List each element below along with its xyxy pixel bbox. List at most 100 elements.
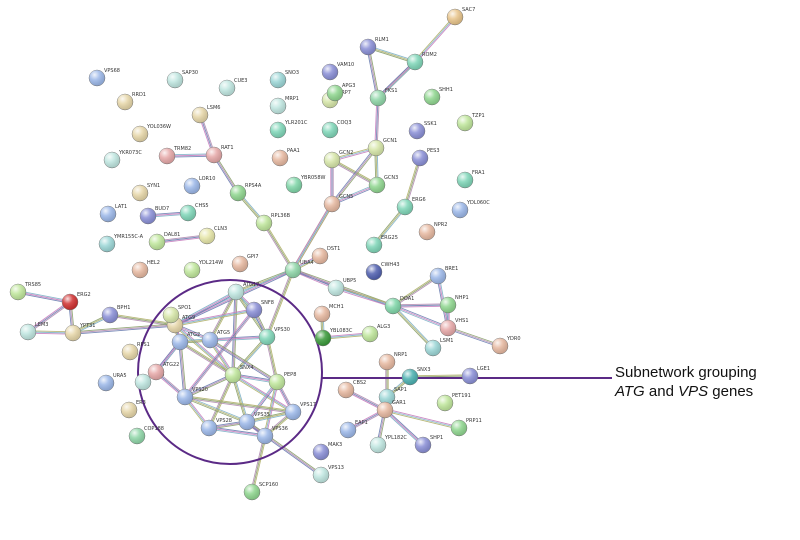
node-ymd8[interactable]: YMD8 (134, 372, 164, 391)
node-erg25[interactable]: ERG25 (365, 235, 398, 254)
node-lsm6[interactable]: LSM6 (191, 105, 220, 124)
node-tzp1[interactable]: TZP1 (456, 113, 485, 132)
node-atg22[interactable]: ATG22 (147, 362, 179, 381)
node-rps4a[interactable]: RPS4A (229, 183, 262, 202)
node-lat1[interactable]: LAT1 (99, 204, 127, 223)
node-ydl214w[interactable]: YDL214W (183, 260, 223, 279)
node-mrp1[interactable]: MRP1 (269, 96, 299, 115)
node-ydr0-label: YDR0 (506, 336, 521, 342)
node-rom2[interactable]: ROM2 (406, 52, 437, 71)
node-gpi7[interactable]: GPI7 (231, 254, 259, 273)
node-cop188[interactable]: COP188 (128, 426, 164, 445)
node-chs5[interactable]: CHS5 (179, 203, 209, 222)
node-uba4[interactable]: UBA4 (284, 260, 314, 279)
node-atg17[interactable]: ATG17 (227, 282, 259, 301)
node-atg5[interactable]: ATG5 (201, 330, 230, 349)
node-rps1[interactable]: RPS1 (121, 342, 150, 361)
node-sap30[interactable]: SAP30 (166, 70, 198, 89)
node-shh1[interactable]: SHH1 (423, 87, 453, 106)
node-snx4[interactable]: SNX4 (224, 365, 254, 384)
node-pep8[interactable]: PEP8 (268, 372, 296, 391)
node-vps36[interactable]: VPS36 (256, 426, 288, 445)
node-alg3[interactable]: ALG3 (361, 324, 390, 343)
node-vps30[interactable]: VPS30 (258, 327, 290, 346)
node-gcn2[interactable]: GCN2 (323, 150, 353, 169)
node-bud7[interactable]: BUD7 (139, 206, 169, 225)
node-ubp5[interactable]: UBP5 (327, 278, 356, 297)
node-nrp1[interactable]: NRP1 (378, 352, 407, 371)
node-gcn5[interactable]: GCN5 (323, 194, 353, 213)
node-doa1[interactable]: DOA1 (384, 296, 414, 315)
node-trm82[interactable]: TRM82 (158, 146, 191, 165)
node-spo1[interactable]: SPO1 (162, 305, 191, 324)
node-ypt31[interactable]: YPT31 (64, 323, 96, 342)
node-cue3[interactable]: CUE3 (218, 78, 248, 97)
node-ura5[interactable]: URA5 (97, 373, 127, 392)
node-trs85[interactable]: TRS85 (9, 282, 41, 301)
node-lsm1[interactable]: LSM1 (424, 338, 453, 357)
node-rlm1[interactable]: RLM1 (359, 37, 389, 56)
node-paa1[interactable]: PAA1 (271, 148, 300, 167)
node-erg2[interactable]: ERG2 (61, 292, 91, 311)
node-shp1[interactable]: SHP1 (414, 435, 443, 454)
node-vps68[interactable]: VPS68 (88, 68, 120, 87)
node-cln3[interactable]: CLN3 (198, 226, 227, 245)
node-rat1-label: RAT1 (221, 145, 234, 151)
node-rat1[interactable]: RAT1 (205, 145, 234, 164)
node-erg6[interactable]: ERG6 (396, 197, 426, 216)
node-vhs1[interactable]: VHS1 (439, 318, 469, 337)
node-cwh43[interactable]: CWH43 (365, 262, 400, 281)
node-fra1[interactable]: FRA1 (456, 170, 485, 189)
node-bre1[interactable]: BRE1 (429, 266, 458, 285)
node-vps13[interactable]: VPS13 (312, 465, 344, 484)
node-ylr201c[interactable]: YLR201C (269, 120, 308, 139)
node-ybr058w[interactable]: YBR058W (285, 175, 326, 194)
node-apg3[interactable]: APG3 (326, 83, 356, 102)
node-npr2[interactable]: NPR2 (418, 222, 447, 241)
node-rpl36b[interactable]: RPL36B (255, 213, 291, 232)
node-snf8[interactable]: SNF8 (245, 300, 274, 319)
node-dal81[interactable]: DAL81 (148, 232, 180, 251)
node-ybl083c[interactable]: YBL083C (314, 328, 353, 347)
node-cbs2[interactable]: CBS2 (337, 380, 366, 399)
node-lor10[interactable]: LOR10 (183, 176, 215, 195)
node-ydr0[interactable]: YDR0 (491, 336, 521, 355)
node-atg2[interactable]: ATG2 (171, 332, 200, 351)
node-mch1[interactable]: MCH1 (313, 304, 344, 323)
node-gar1[interactable]: GAR1 (376, 400, 406, 419)
node-ykr073c[interactable]: YKR073C (103, 150, 142, 169)
node-lge1[interactable]: LGE1 (461, 366, 490, 385)
node-syn1[interactable]: SYN1 (131, 183, 160, 202)
node-yol036w[interactable]: YOL036W (131, 124, 171, 143)
node-er3[interactable]: ER3 (120, 400, 146, 419)
node-rrd1[interactable]: RRD1 (116, 92, 146, 111)
node-pet191[interactable]: PET191 (436, 393, 471, 412)
node-sno3[interactable]: SNO3 (269, 70, 299, 89)
node-gcn3[interactable]: GCN3 (368, 175, 398, 194)
node-lem3[interactable]: LEM3 (19, 322, 48, 341)
node-sap1[interactable]: SAP1 (378, 387, 407, 406)
node-pes3[interactable]: PES3 (411, 148, 440, 167)
node-hel2[interactable]: HEL2 (131, 260, 160, 279)
node-vps20[interactable]: VPS20 (176, 387, 208, 406)
node-eap1[interactable]: EAP1 (339, 420, 368, 439)
node-ydl060c[interactable]: YDL060C (451, 200, 490, 219)
node-vps17[interactable]: VPS17 (284, 402, 316, 421)
node-bph1[interactable]: BPH1 (101, 305, 130, 324)
node-scp160[interactable]: SCP160 (243, 482, 278, 501)
node-vam10[interactable]: VAM10 (321, 62, 354, 81)
node-ypl182c[interactable]: YPL182C (369, 435, 407, 454)
node-dst1[interactable]: DST1 (311, 246, 340, 265)
node-fks1[interactable]: FKS1 (369, 88, 398, 107)
node-prp11[interactable]: PRP11 (450, 418, 482, 437)
node-coq3[interactable]: COQ3 (321, 120, 352, 139)
node-nhp1[interactable]: NHP1 (439, 295, 469, 314)
node-ymr155c-a[interactable]: YMR155C-A (98, 234, 144, 253)
node-sac7[interactable]: SAC7 (446, 7, 475, 26)
node-gcn1[interactable]: GCN1 (367, 138, 397, 157)
node-snx3[interactable]: SNX3 (401, 367, 431, 386)
node-vps35[interactable]: VPS35 (238, 412, 270, 431)
node-vps28[interactable]: VPS28 (200, 418, 232, 437)
node-ssk1[interactable]: SSK1 (408, 121, 437, 140)
node-mak3[interactable]: MAK3 (312, 442, 342, 461)
